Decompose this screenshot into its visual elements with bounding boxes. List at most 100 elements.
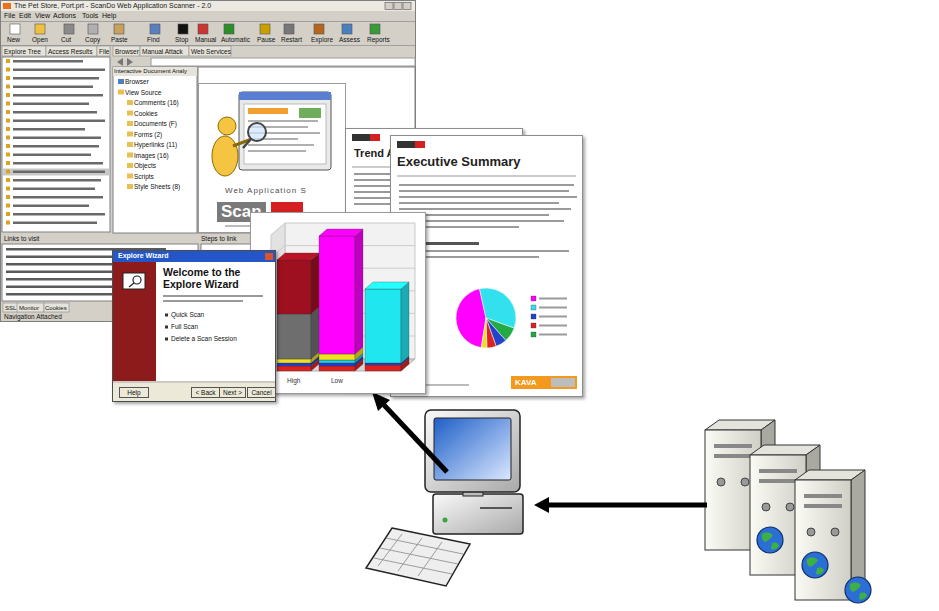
nav-arrow: [117, 58, 123, 66]
pie-slice: [486, 318, 496, 348]
wizard-icon: [129, 283, 134, 287]
toolbar-icon: [342, 24, 352, 34]
tab: [113, 46, 140, 56]
folder-icon: [127, 153, 133, 158]
bar-front: [319, 360, 355, 363]
text-line: [539, 325, 567, 327]
tree-icon: [6, 161, 10, 165]
bar-front: [365, 289, 401, 363]
server-button: [807, 528, 815, 536]
tree-row: [13, 196, 103, 199]
server-button: [786, 503, 794, 511]
bar-top: [277, 253, 319, 260]
bullet: [165, 338, 168, 341]
node-title: Explore Wizard: [118, 252, 169, 260]
tree-icon: [6, 195, 10, 199]
bar-front: [319, 354, 355, 360]
footer-logo: [551, 378, 575, 387]
toolbar-label: Stop: [175, 36, 188, 43]
text-line: [163, 295, 263, 297]
tab-label: SSL: [5, 305, 16, 312]
tree-row: [13, 94, 103, 97]
node-text: Welcome to the Explore Wizard: [163, 266, 271, 290]
tree-icon: [6, 59, 10, 63]
globe: [845, 577, 871, 603]
tab-label: Manual Attack: [142, 48, 183, 55]
logo-block: [415, 141, 425, 148]
tab-label: Cookies: [45, 305, 67, 312]
tree-row: [13, 205, 89, 208]
toolbar-icon: [35, 24, 45, 34]
tree-icon: [118, 90, 124, 95]
folder-icon: [127, 174, 133, 179]
bar-front: [319, 366, 355, 371]
text-line: [399, 196, 577, 198]
drive-bay: [759, 479, 797, 483]
node-text: Low: [331, 377, 343, 384]
window-button: [394, 3, 402, 10]
window-button: [385, 3, 393, 10]
toolbar-icon: [64, 24, 74, 34]
toolbar-label: Paste: [111, 36, 128, 43]
magnifier-handle: [243, 139, 251, 148]
bullet: [165, 326, 168, 329]
tree-row: [13, 86, 93, 89]
bar-front: [365, 365, 401, 371]
tree-icon: [6, 170, 10, 174]
tree-row: [13, 213, 105, 216]
folder-icon: [127, 163, 133, 168]
toolbar-icon: [314, 24, 324, 34]
tab: [17, 303, 44, 312]
option-text: Delete a Scan Session: [171, 335, 237, 342]
menu-item: File: [4, 12, 15, 20]
text-line: [248, 144, 314, 146]
button-label: Cancel: [251, 389, 271, 396]
bar-front: [277, 366, 311, 371]
legend-square: [531, 305, 536, 310]
person-head: [218, 117, 236, 135]
toolbar-label: Reports: [367, 36, 390, 43]
drive-slot: [480, 507, 512, 509]
tree-icon: [6, 178, 10, 182]
toolbar-label: Assess: [339, 36, 360, 43]
tree-row: [13, 60, 83, 63]
option-text: Quick Scan: [171, 311, 204, 318]
tab: [2, 46, 46, 56]
arrow-head: [534, 497, 549, 513]
tab-label: Browser: [115, 48, 139, 55]
tab: [3, 303, 18, 312]
clipart-image: [299, 108, 321, 118]
folder-icon: [127, 132, 133, 137]
server-front: [795, 480, 851, 600]
globe-land: [807, 557, 824, 574]
text-line: [248, 150, 306, 152]
splash-screen: Web Application SScan: [198, 83, 346, 233]
flow-arrows: [372, 392, 707, 513]
toolbar-label: Open: [32, 36, 48, 43]
logo-block: [370, 134, 380, 141]
logo-block: [397, 141, 415, 148]
clipart-page: [244, 104, 326, 164]
wizard-icon: [123, 273, 145, 289]
tree-row: [13, 171, 105, 174]
tab-label: Monitor: [19, 305, 39, 312]
text-line: [399, 184, 574, 186]
bar-top: [365, 282, 409, 289]
tree-item: Documents (F): [134, 120, 177, 127]
tree-icon: [6, 76, 10, 80]
tree-row: [13, 103, 89, 106]
legend-square: [531, 296, 536, 301]
clipart-banner: [248, 108, 288, 114]
toolbar-label: New: [7, 36, 20, 43]
arrow-shaft: [548, 503, 707, 508]
tree-icon: [6, 85, 10, 89]
dialog-button: Next >: [219, 387, 246, 398]
server-button: [831, 528, 839, 536]
footer-logo: [511, 376, 577, 389]
tree-icon: [6, 68, 10, 72]
toolbar-label: Explore: [311, 36, 333, 43]
tree-icon: [6, 110, 10, 114]
arrow-shaft: [384, 405, 447, 472]
separator: [113, 382, 275, 383]
